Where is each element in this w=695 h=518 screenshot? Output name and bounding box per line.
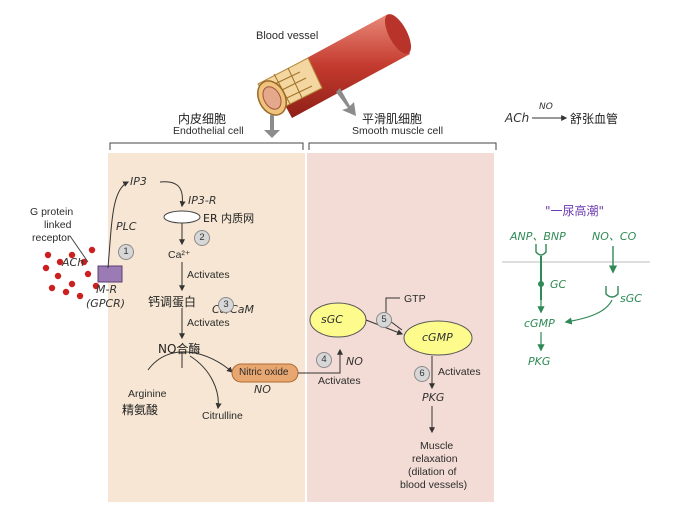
activates-label-2: Activates: [187, 317, 230, 329]
activates-label-1: Activates: [187, 269, 230, 281]
activates-label-b: Activates: [438, 366, 481, 378]
blood-vessel-label: Blood vessel: [256, 30, 319, 42]
nos-label: NO合酶: [158, 342, 201, 356]
pkg-label: PKG: [422, 391, 445, 404]
receptor-label-line1: G protein: [30, 206, 74, 218]
relax-line2: relaxation: [412, 453, 458, 465]
step-4-badge: 4: [316, 352, 332, 368]
arginine-label: Arginine: [128, 388, 167, 400]
ach-dots: [42, 246, 100, 300]
ip3r-label: IP3-R: [188, 194, 217, 207]
side-gc: GC: [550, 278, 567, 291]
arginine-zh-label: 精氨酸: [122, 403, 159, 417]
blood-vessel-illustration: [256, 14, 412, 138]
relax-line1: Muscle: [420, 440, 454, 452]
plc-label: PLC: [116, 220, 137, 233]
citrulline-label: Citrulline: [202, 410, 243, 422]
step-6-badge: 6: [414, 366, 430, 382]
sgc-label: sGC: [321, 313, 343, 326]
calmodulin-label: 钙调蛋白: [148, 295, 197, 309]
side-cgmp: cGMP: [524, 317, 555, 330]
cgmp-ellipse: [403, 320, 473, 356]
side-no-co: NO、CO: [592, 230, 637, 243]
smooth-muscle-label-en: Smooth muscle cell: [352, 125, 444, 137]
receptor-label-line3: receptor: [32, 232, 71, 244]
step-5-badge: 5: [376, 312, 392, 328]
step-2-badge: 2: [194, 230, 210, 246]
step-3-badge: 3: [218, 297, 234, 313]
ach-ligand-label: ACh: [62, 256, 85, 269]
side-anp-bnp: ANP、BNP: [510, 230, 566, 243]
cgmp-label: cGMP: [422, 331, 453, 344]
m-receptor-label: M-R: [96, 283, 118, 296]
note-ach: ACh: [505, 111, 530, 125]
activates-label-a: Activates: [318, 375, 361, 387]
receptor-label-line2: linked: [44, 219, 72, 231]
er-label: ER 内质网: [203, 212, 255, 225]
endothelial-label-zh: 内皮细胞: [178, 112, 227, 126]
gtp-label: GTP: [404, 293, 426, 305]
smooth-muscle-label-zh: 平滑肌细胞: [362, 112, 423, 126]
relax-line3: (dilation of: [408, 466, 457, 478]
endothelial-cell-panel: [108, 153, 305, 502]
gpcr-label: (GPCR): [86, 297, 126, 310]
step-1-badge: 1: [118, 244, 134, 260]
side-title: "一尿高潮": [545, 204, 605, 218]
ip3-label: IP3: [130, 175, 147, 188]
receptor-box: [97, 265, 123, 283]
side-sgc: sGC: [620, 292, 642, 305]
relax-line4: blood vessels): [400, 479, 468, 491]
side-pkg: PKG: [528, 355, 551, 368]
calcium-label: Ca²⁺: [168, 249, 191, 261]
no-label-smooth: NO: [346, 355, 363, 368]
note-no: NO: [539, 102, 553, 112]
no-label-endo: NO: [254, 383, 271, 396]
nitric-oxide-label: Nitric oxide: [239, 367, 289, 378]
note-result: 舒张血管: [570, 112, 619, 126]
endothelial-label-en: Endothelial cell: [173, 125, 244, 137]
